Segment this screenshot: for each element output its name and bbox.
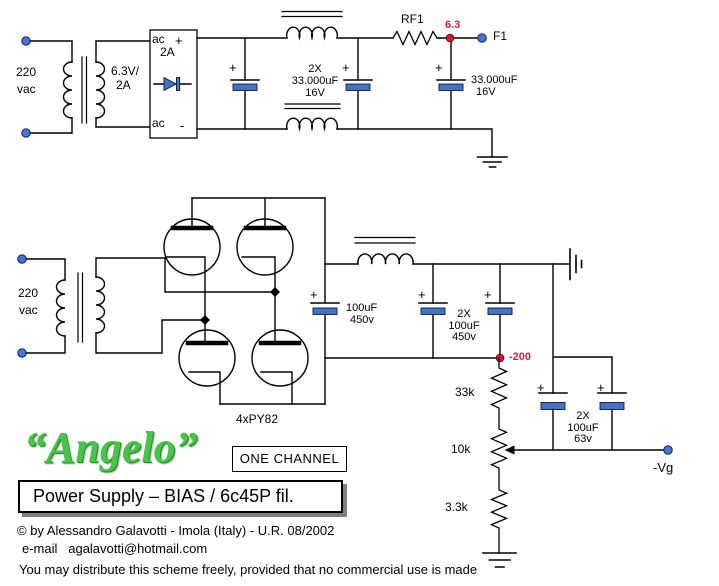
vg-output-label: -Vg: [653, 460, 674, 475]
ht-transformer: [25, 257, 272, 354]
ht-input-voltage: 220: [18, 286, 39, 300]
heater-cap-1: [230, 37, 260, 130]
heater-cap-2: [343, 37, 373, 130]
rectifier-tube-bottom-right: [251, 295, 309, 405]
rectifier-tube-top-left: [163, 197, 221, 317]
bias-cap-bank-63v: [538, 263, 627, 451]
bias-capbank63-label-1: 2X: [576, 410, 590, 422]
ht-capbank450-label-3: 450v: [452, 331, 476, 343]
resistor-10k-label: 10k: [451, 442, 471, 456]
rectifier-plus-label: +: [175, 33, 183, 48]
rf1-label: RF1: [401, 12, 424, 26]
heater-transformer-rating-2: 2A: [116, 78, 131, 92]
rail-6v3-node: [445, 33, 455, 43]
bias-divider-resistors: [489, 357, 509, 554]
rail-6v3-label: 6.3: [445, 19, 461, 31]
heater-input-unit: vac: [17, 82, 36, 96]
ht-input-unit: vac: [19, 303, 38, 317]
rectifier-ac-bottom-label: ac: [152, 116, 165, 130]
choke-top-1: [281, 10, 343, 41]
fuse-label: F1: [493, 29, 508, 43]
rectifier-minus-label: -: [180, 118, 185, 133]
project-title: “Angelo”: [24, 423, 198, 472]
heater-capbank-label-2: 33.000uF: [291, 74, 339, 87]
ht-cap-100uf: [310, 302, 340, 315]
cap-polarity-plus: +: [342, 60, 350, 75]
ground-icon-top: [476, 156, 508, 168]
heater-outcap-label-1: 33.000uF: [471, 74, 518, 86]
rectifier-tube-bottom-left: [178, 323, 236, 405]
ht-capbank450-label-1: 2X: [457, 308, 471, 320]
heater-transformer: [29, 40, 151, 134]
cap-polarity-plus: +: [484, 287, 492, 302]
heater-input-voltage: 220: [16, 65, 37, 79]
cap-polarity-plus: +: [418, 287, 426, 302]
heater-cap-3: [436, 37, 466, 130]
cap-polarity-plus: +: [229, 60, 237, 75]
tubes-label: 4xPY82: [236, 412, 279, 426]
rectifier-rating-label: 2A: [160, 45, 175, 59]
rail-minus200-label: -200: [509, 351, 532, 363]
rectifier-tube-top-right: [236, 197, 294, 289]
copyright-line: © by Alessandro Galavotti - Imola (Italy…: [17, 523, 335, 538]
channel-note-box: ONE CHANNEL: [232, 446, 347, 472]
choke-top-2: [284, 103, 341, 132]
vg-output-terminal: [663, 445, 673, 455]
cap-polarity-plus: +: [435, 60, 443, 75]
ht-cap1-label-2: 450v: [350, 314, 374, 326]
bridge-rectifier-box: [149, 29, 198, 139]
bias-capbank63-label-2: 100uF: [567, 421, 599, 434]
heater-capbank-label-1: 2X: [308, 63, 322, 75]
cap-polarity-plus: +: [597, 380, 605, 395]
cap-polarity-plus: +: [310, 287, 318, 302]
ht-capbank450-label-2: 100uF: [448, 319, 480, 332]
ht-choke: [354, 236, 416, 265]
ht-cap-bank-450v: [418, 263, 515, 359]
rail-minus200-node: [495, 353, 505, 363]
ht-rails: [191, 197, 571, 405]
cap-polarity-plus: +: [537, 380, 545, 395]
bridge-junction-dots: [200, 287, 280, 325]
email-line: e-mail agalavotti@hotmail.com: [22, 541, 208, 556]
resistor-33k-label: 33k: [455, 385, 475, 399]
fuse-terminal: [477, 33, 487, 43]
heater-capbank-label-3: 16V: [305, 86, 325, 99]
diode-icon: [163, 76, 177, 92]
ground-icon-bottom: [482, 552, 517, 568]
rf1-resistor: [392, 29, 441, 47]
potentiometer-wiper: [504, 445, 665, 455]
heater-outcap-label-2: 16V: [476, 86, 496, 98]
bias-capbank63-label-3: 63v: [574, 433, 592, 445]
license-line: You may distribute this scheme freely, p…: [19, 562, 478, 577]
heater-filter-rails: [196, 37, 493, 158]
ground-icon-right: [569, 248, 583, 281]
heater-transformer-rating-1: 6.3V/: [111, 64, 140, 78]
resistor-3k3-label: 3.3k: [445, 500, 468, 514]
rectifier-ac-top-label: ac: [152, 32, 165, 46]
ht-cap1-label-1: 100uF: [346, 302, 378, 314]
subtitle-box: Power Supply – BIAS / 6c45P fil.: [18, 480, 343, 513]
